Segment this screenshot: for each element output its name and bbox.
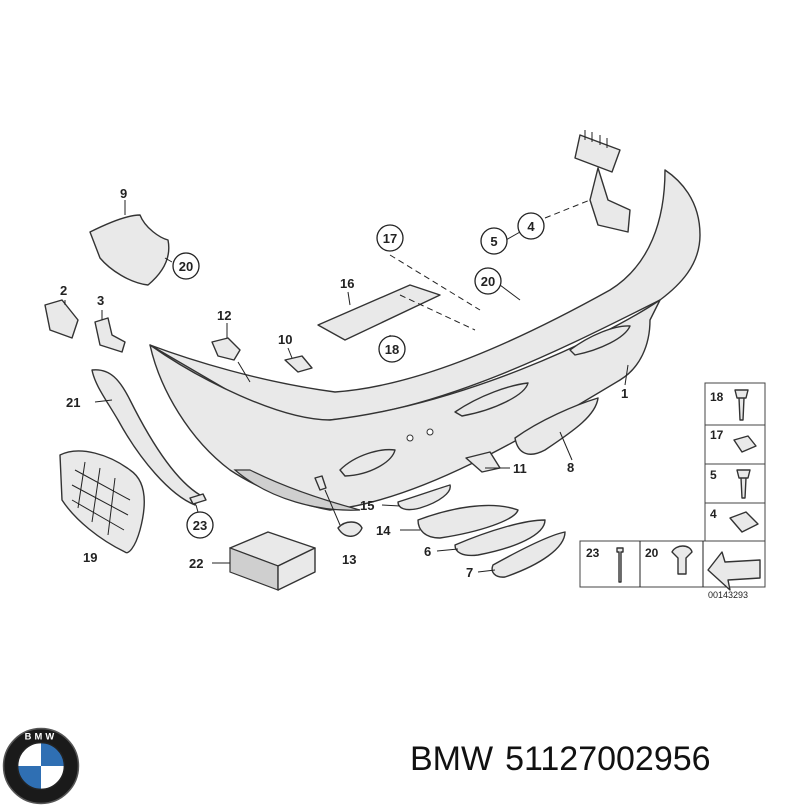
push-clip-icon (671, 545, 693, 575)
svg-text:20: 20 (179, 259, 193, 274)
callout-2: 2 (60, 283, 67, 298)
callout-15: 15 (360, 498, 374, 513)
dashed-17 (389, 254, 481, 331)
callout-11: 11 (513, 461, 527, 476)
direction-arrow-icon (707, 551, 761, 591)
callout-12: 12 (217, 308, 231, 323)
leader-6 (436, 548, 459, 552)
part-22-box (229, 531, 316, 591)
leader-1 (624, 364, 629, 386)
rear-bumper-cover (149, 130, 701, 511)
part-9-bracket (89, 214, 170, 286)
callout-8: 8 (567, 460, 574, 475)
svg-text:18: 18 (385, 342, 399, 357)
leader-12 (226, 323, 251, 383)
leader-8 (559, 431, 573, 461)
svg-text:5: 5 (490, 234, 497, 249)
part-15-gasket (397, 484, 451, 511)
callout-7: 7 (466, 565, 473, 580)
callout-21: 21 (66, 395, 80, 410)
part-12-sensor (211, 337, 241, 361)
part-23-clip (189, 493, 207, 505)
fastener-legend: 18 17 5 4 23 20 00143293 (579, 382, 766, 600)
leader-20a (164, 257, 173, 263)
svg-text:4: 4 (527, 219, 535, 234)
callout-16: 16 (340, 276, 354, 291)
part-3-bracket (94, 317, 126, 353)
rivet-icon (616, 547, 624, 583)
callout-22: 22 (189, 556, 203, 571)
leader-7 (477, 569, 496, 573)
callout-6: 6 (424, 544, 431, 559)
callout-13: 13 (342, 552, 356, 567)
dashed-4 (544, 199, 591, 219)
part-7-trim (491, 531, 566, 578)
bmw-logo: BMW (2, 727, 80, 805)
leader-23 (195, 504, 199, 513)
leader-15 (381, 504, 401, 507)
leader-21 (94, 399, 113, 403)
clip-nut-icon (733, 435, 757, 453)
circled-callout-20-top: 20 (474, 267, 502, 295)
leader-10 (287, 347, 293, 359)
part-13-cap (337, 521, 363, 537)
circled-callout-23: 23 (186, 511, 214, 539)
circled-callout-18: 18 (378, 335, 406, 363)
logo-letters: BMW (25, 731, 58, 741)
part-8-trim (514, 397, 599, 455)
drawing-number: 00143293 (708, 590, 748, 600)
leader-20 (499, 284, 521, 301)
part-number-label: BMW 51127002956 (410, 740, 723, 779)
callout-9: 9 (120, 186, 127, 201)
callout-1: 1 (621, 386, 628, 401)
svg-text:23: 23 (193, 518, 207, 533)
leader-5 (505, 231, 521, 241)
brand-text: BMW (410, 740, 494, 778)
callout-19: 19 (83, 550, 97, 565)
circled-callout-20-left: 20 (172, 252, 200, 280)
callout-10: 10 (278, 332, 292, 347)
part-2-clip (44, 299, 79, 339)
svg-text:17: 17 (383, 231, 397, 246)
legend-label-17: 17 (710, 428, 724, 442)
circled-callout-4: 4 (517, 212, 545, 240)
screw-icon (734, 389, 749, 421)
part-14-trim (417, 504, 519, 539)
callout-3: 3 (97, 293, 104, 308)
part-10-sensor (284, 355, 313, 373)
parts-diagram: 9 2 3 12 10 16 1 21 11 8 15 14 6 7 13 19… (44, 130, 766, 600)
svg-text:20: 20 (481, 274, 495, 289)
clip-nut-icon (729, 511, 759, 533)
legend-label-4: 4 (710, 507, 717, 521)
legend-label-18: 18 (710, 390, 724, 404)
legend-label-5: 5 (710, 468, 717, 482)
circled-callout-17: 17 (376, 224, 404, 252)
leader-16 (347, 291, 351, 306)
legend-label-23: 23 (586, 546, 600, 560)
part-6-trim (454, 519, 546, 557)
screw-icon (736, 469, 751, 499)
leader-13 (324, 489, 341, 526)
callout-14: 14 (376, 523, 391, 538)
part-19-grille (59, 450, 145, 554)
legend-label-20: 20 (645, 546, 659, 560)
part-16-plate (317, 284, 441, 341)
circled-callout-5: 5 (480, 227, 508, 255)
part-number-value: 51127002956 (505, 740, 711, 778)
